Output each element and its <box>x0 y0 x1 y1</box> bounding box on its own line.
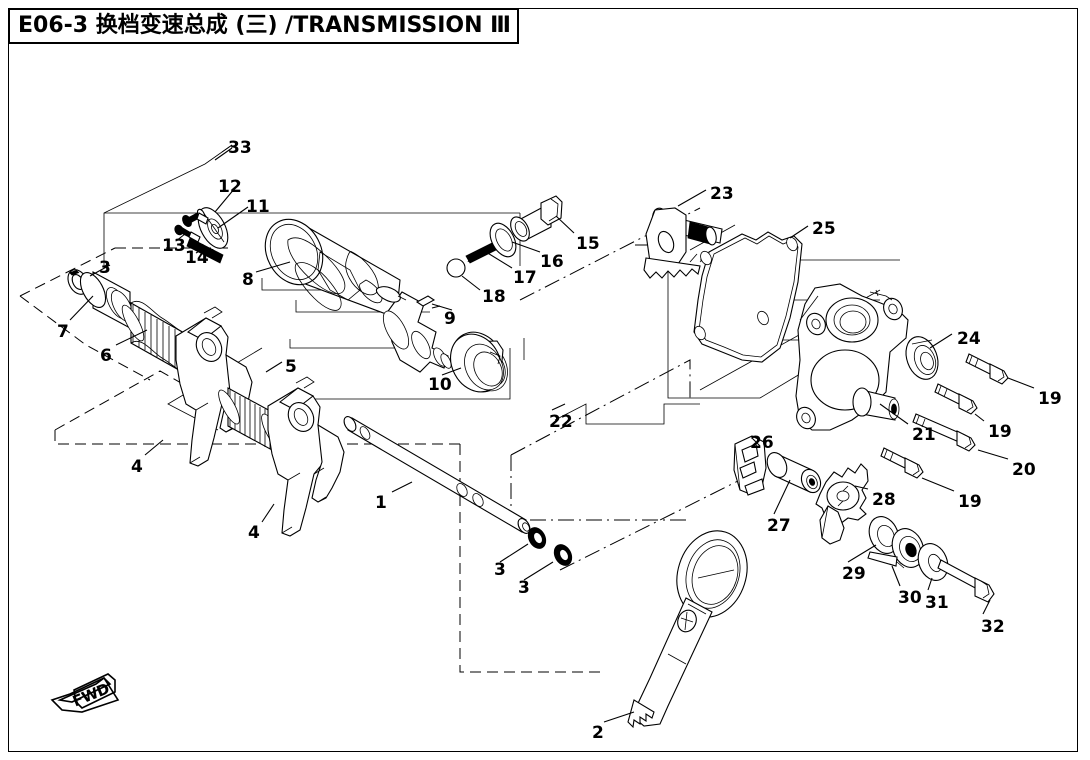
callout-18-detent-ball-spring: 18 <box>482 287 506 307</box>
callout-5-shift-fork-collar: 5 <box>285 357 297 377</box>
callout-24-oil-seal: 24 <box>957 329 981 349</box>
callout-3-circlip: 3 <box>494 560 506 580</box>
callout-19-flange-bolt: 19 <box>1038 389 1062 409</box>
part-15-stopper-bolt <box>510 195 563 242</box>
part-21-shift-cover-housing <box>795 283 909 431</box>
callout-8-shift-drum: 8 <box>242 270 254 290</box>
part-4-shift-fork-1 <box>175 306 253 467</box>
callout-7-spacer-bush: 7 <box>57 322 69 342</box>
callout-4-shift-fork: 4 <box>131 457 143 477</box>
part-20-flange-bolt-long <box>912 413 976 452</box>
part-27-collar-bush <box>766 452 822 494</box>
callout-1-gear-shift-shaft: 1 <box>375 493 387 513</box>
callout-16-stopper-sleeve: 16 <box>540 252 564 272</box>
callout-26-shift-stopper-plate: 26 <box>750 433 774 453</box>
part-18-detent-ball <box>446 258 466 278</box>
callout-23-shift-shaft-arm: 23 <box>710 184 734 204</box>
callout-22-shift-drum-assembly-group: 22 <box>549 412 573 432</box>
part-3-circlip-shaft-b <box>553 544 573 566</box>
page-title: E06-3 换档变速总成 (三) /TRANSMISSION Ⅲ <box>18 13 511 38</box>
part-26-shift-stopper-plate <box>733 435 767 496</box>
part-3-circlip-shaft-a <box>527 527 547 549</box>
callout-15-stopper-bolt: 15 <box>576 234 600 254</box>
callout-33-shift-drum-complete-assembly: 33 <box>228 138 252 158</box>
part-28-shift-sector-gear <box>815 463 869 545</box>
part-29-washer <box>868 516 900 554</box>
callout-12-cam-plate-bolt: 12 <box>218 177 242 197</box>
part-19-flange-bolt-c <box>880 447 924 479</box>
page-frame <box>8 8 1078 752</box>
part-2-gear-shift-lever <box>627 530 748 729</box>
callout-13-detent-bolt: 13 <box>162 236 186 256</box>
callout-19-flange-bolt: 19 <box>988 422 1012 442</box>
callout-27-collar-bush: 27 <box>767 516 791 536</box>
part-8-shift-drum <box>264 218 452 373</box>
part-1-gear-shift-shaft <box>343 416 531 534</box>
part-19-flange-bolt-b <box>934 383 978 415</box>
callout-11-star-cam-plate: 11 <box>246 197 270 217</box>
fwd-arrow-icon <box>50 673 120 713</box>
part-25-cover-gasket <box>693 231 803 363</box>
callout-6-return-spring: 6 <box>100 346 112 366</box>
part-16-stopper-washer <box>489 222 517 258</box>
callout-4-shift-fork: 4 <box>248 523 260 543</box>
diagram-title-box: E06-3 换档变速总成 (三) /TRANSMISSION Ⅲ <box>8 8 519 44</box>
part-30-return-spring-arm <box>867 528 925 569</box>
part-19-flange-bolt-a <box>965 353 1009 385</box>
callout-3-circlip: 3 <box>518 578 530 598</box>
part-32-hex-nut <box>937 559 995 603</box>
callout-19-flange-bolt: 19 <box>958 492 982 512</box>
callout-28-shift-sector-gear: 28 <box>872 490 896 510</box>
part-14-detent-spring <box>186 237 224 264</box>
part-4-shift-fork-2 <box>267 376 345 537</box>
part-24-oil-seal <box>905 336 939 380</box>
callout-14-detent-spring: 14 <box>185 248 209 268</box>
callout-9-drum-pin: 9 <box>444 309 456 329</box>
part-10-shift-drum-bearing <box>450 331 508 393</box>
callout-30-return-spring-arm: 30 <box>898 588 922 608</box>
callout-31-washer-plain: 31 <box>925 593 949 613</box>
callout-21-shift-cover-housing: 21 <box>912 425 936 445</box>
callout-10-shift-drum-bearing: 10 <box>428 375 452 395</box>
callout-29-washer: 29 <box>842 564 866 584</box>
callout-17-washer: 17 <box>513 268 537 288</box>
callout-25-cover-gasket: 25 <box>812 219 836 239</box>
callout-3-circlip: 3 <box>99 258 111 278</box>
callout-32-hex-nut: 32 <box>981 617 1005 637</box>
part-12-cam-plate-bolt <box>182 208 209 228</box>
part-23-shift-shaft-arm <box>643 207 723 279</box>
callout-20-flange-bolt-long: 20 <box>1012 460 1036 480</box>
callout-2-gear-shift-lever: 2 <box>592 723 604 743</box>
leader-lines <box>69 147 1035 723</box>
